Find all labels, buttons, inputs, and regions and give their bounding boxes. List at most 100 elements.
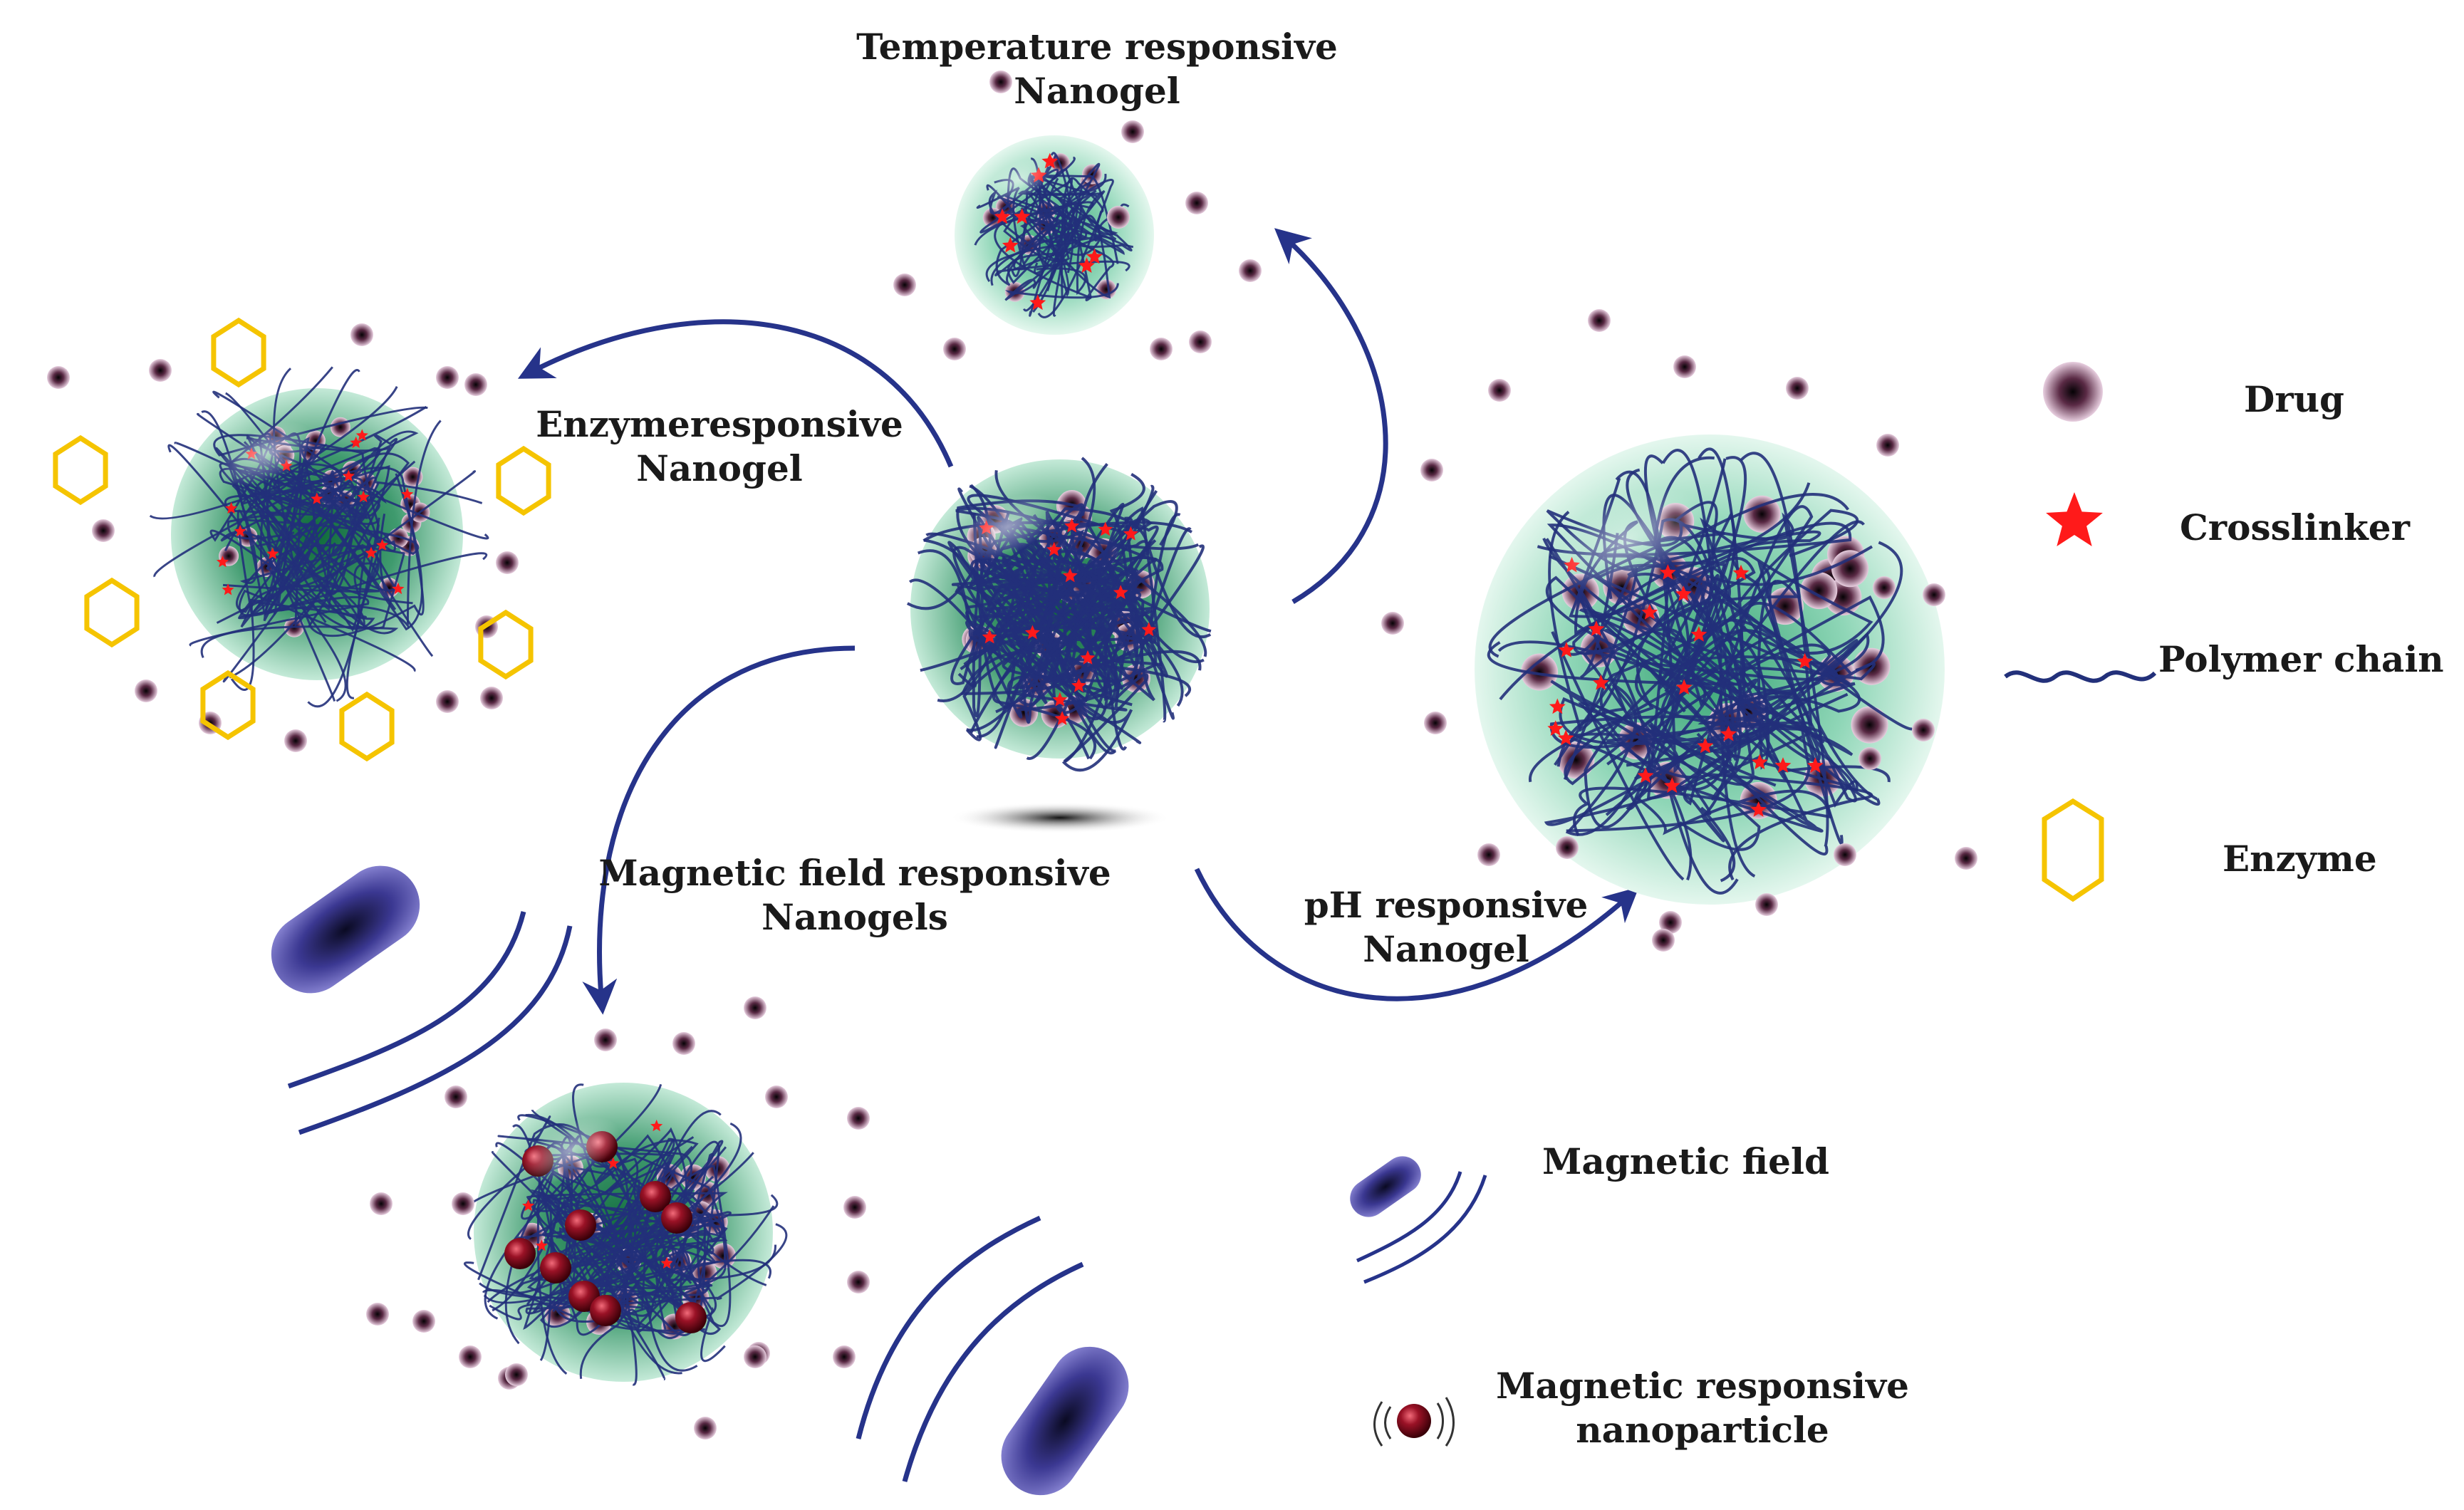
drug-icon [1673,355,1696,378]
polymer-chain [558,1205,775,1287]
drug-icon [459,1345,482,1368]
drug-icon [1859,747,1881,770]
field-line-icon [856,1215,1041,1439]
magnetic-nanogel [464,1083,788,1386]
crosslinker-icon [357,490,370,503]
polymer-chain [281,405,427,628]
legend-polymer-chain-label: Polymer chain [2158,638,2444,680]
drug-icon [452,1192,474,1215]
drug-icon [1521,653,1559,691]
enzyme-icon [478,609,534,680]
crosslinker-icon [365,546,378,558]
polymer-chain [174,442,420,615]
crosslinker-icon [234,525,246,537]
temperature-label: Temperature responsive Nanogel [841,25,1353,113]
polymer-chain [229,437,423,679]
drug-icon [464,373,487,396]
legend-magnetic-nanoparticle-line1: Magnetic responsive [1496,1365,1909,1407]
drug-icon [710,1243,737,1269]
ph-label: pH responsive Nanogel [1254,883,1638,972]
drug-icon [284,729,307,752]
enzyme-icon [200,670,256,741]
drug-icon [436,366,459,389]
gel-highlight [958,494,1057,560]
drug-icon [1834,843,1856,866]
crosslinker-icon [535,1239,548,1251]
crosslinker-icon [1797,652,1814,669]
crosslinker-icon [1062,568,1078,583]
legend-magnetic-field-icon [1350,1156,1487,1284]
polymer-chain [978,549,1128,751]
central-nanogel-shadow [950,802,1170,833]
drug-icon [135,680,157,702]
crosslinker-icon [1123,526,1138,541]
drug-icon [694,1417,717,1439]
crosslinker-icon [1690,626,1707,642]
crosslinker-icon [222,583,234,595]
nanoparticle-icon [675,1302,707,1333]
nanoparticle-icon [504,1238,536,1269]
nanoparticle-icon [590,1295,621,1326]
enzyme-icon [84,577,140,648]
crosslinker-icon [1720,725,1737,741]
crosslinker-icon [1663,777,1680,793]
drug-icon [92,519,115,542]
drug-icon [594,1029,617,1051]
drug-icon [1786,377,1809,400]
crosslinker-icon [1549,698,1566,714]
crosslinker-icon [376,538,389,551]
crosslinker-icon [355,429,368,441]
crosslinker-icon [1675,679,1693,695]
field-line-icon [298,925,573,1135]
nanoparticle-icon [565,1209,596,1241]
crosslinker-icon [401,487,414,500]
enzyme-label-line1: Enzymeresponsive [536,403,903,445]
crosslinker-icon [1732,564,1750,580]
crosslinker-icon [1557,729,1574,746]
enzyme-icon [339,691,395,762]
magnetic-label: Magnetic field responsive Nanogels [563,851,1147,939]
polymer-chain [979,156,1076,292]
crosslinker-icon [1002,236,1019,253]
magnetic-label-line2: Nanogels [761,896,948,938]
drug-icon [412,1310,435,1333]
crosslinker-icon [342,469,355,481]
polymer-chain [573,1127,698,1372]
magnetic-label-line1: Magnetic field responsive [598,852,1111,894]
drug-icon [893,274,916,296]
drug-icon [350,323,373,346]
polymer-chain [215,386,398,592]
polymer-chain [1706,581,1914,803]
crosslinker-icon [225,501,238,514]
crosslinker-icon [1054,711,1070,725]
drug-icon [496,551,519,574]
drug-icon [1420,459,1443,481]
polymer-chain [1019,519,1212,724]
polymer-chain [1004,182,1119,299]
drug-icon [436,690,459,713]
crosslinker-icon [350,436,363,448]
drug-icon [744,1345,766,1368]
drug-icon [1923,583,1945,606]
polymer-chain [1109,472,1154,691]
arrow-to-enzyme [517,319,954,468]
polymer-chain [491,1151,714,1336]
temperature-label-line2: Nanogel [1014,70,1180,112]
polymer-chain [917,549,1146,702]
drug-icon [1652,929,1675,952]
legend-magnetic-nanoparticle-icon [1373,1397,1455,1447]
crosslinker-icon [1637,767,1654,783]
drug-icon [847,1271,870,1293]
magnet-icon [271,865,420,994]
polymer-chain [923,538,1142,634]
polymer-chain [1551,533,1691,881]
enzyme-nanogel [149,366,489,708]
released-drugs [47,71,1977,1439]
polymer-chain [986,175,1119,264]
ph-label-line1: pH responsive [1304,884,1589,926]
crosslinker-icon [1592,675,1609,690]
drug-icon [1189,330,1212,353]
crosslinker-icon [1751,754,1768,770]
gel-highlight [521,1117,620,1183]
crosslinker-icon [1807,757,1824,773]
